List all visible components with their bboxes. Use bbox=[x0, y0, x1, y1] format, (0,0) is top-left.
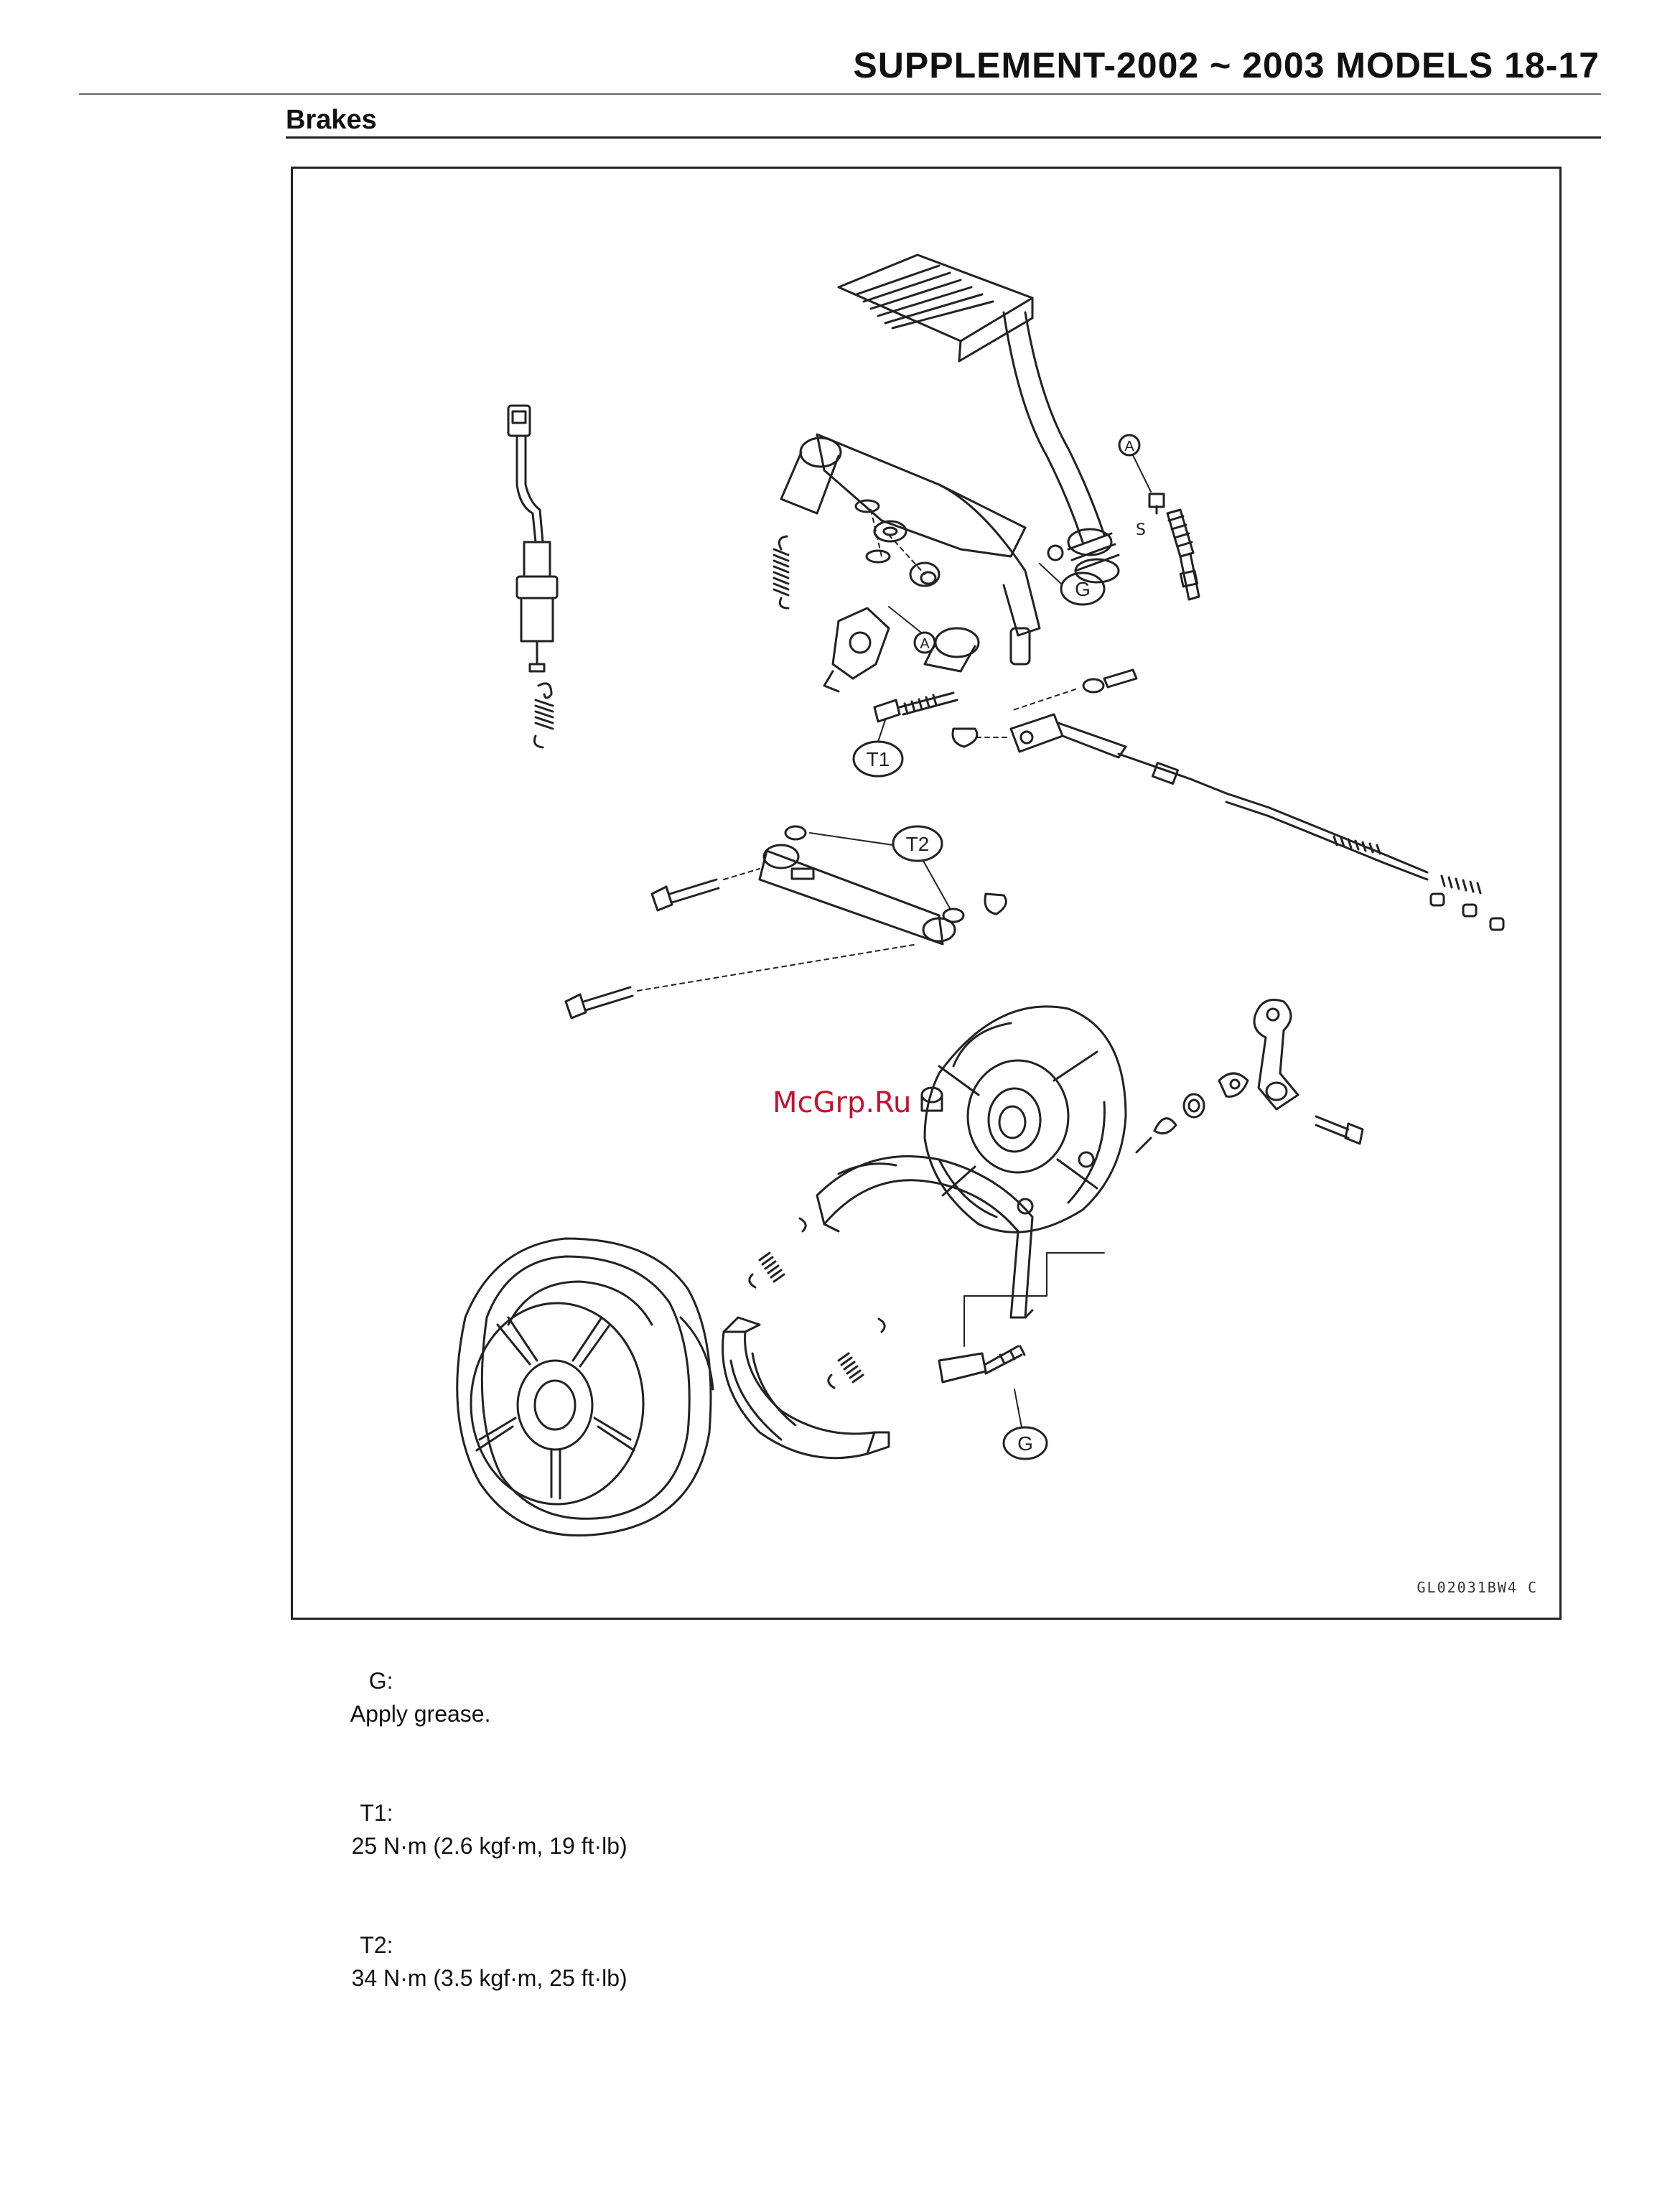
backing-plate bbox=[925, 1007, 1126, 1232]
callout-g-top-label: G bbox=[1075, 578, 1091, 600]
rod-nuts bbox=[1431, 894, 1503, 930]
legend-item-t2: T2: 34 N·m (3.5 kgf·m, 25 ft·lb) bbox=[326, 1895, 627, 2028]
figure-code: GL02031BW4 C bbox=[1417, 1579, 1539, 1596]
callout-t1: T1 bbox=[854, 720, 902, 776]
link-washers bbox=[785, 826, 963, 922]
lever-bolt bbox=[874, 693, 957, 722]
diagram-drawing: S bbox=[293, 169, 1564, 1622]
brake-pedal bbox=[839, 255, 1119, 582]
shoe-spring-lower bbox=[829, 1319, 885, 1388]
legend-item-g: G: Apply grease. bbox=[326, 1631, 627, 1763]
cam-lever-bolt bbox=[1316, 1116, 1363, 1144]
cotter-pin-upper bbox=[953, 729, 1011, 747]
page-title: SUPPLEMENT-2002 ~ 2003 MODELS 18-17 bbox=[853, 45, 1600, 86]
callout-a-top-label: A bbox=[1124, 439, 1134, 454]
callout-t2-label: T2 bbox=[906, 833, 930, 855]
legend-text: 25 N·m (2.6 kgf·m, 19 ft·lb) bbox=[352, 1833, 627, 1859]
cam-seal bbox=[1184, 1094, 1204, 1117]
header-rule bbox=[286, 136, 1601, 139]
header-rule-top bbox=[79, 93, 1601, 95]
section-title: Brakes bbox=[286, 105, 377, 136]
exploded-diagram: S bbox=[291, 167, 1562, 1620]
rod-joint bbox=[1011, 714, 1126, 757]
rod-spring bbox=[1442, 876, 1480, 893]
brake-cam-lever bbox=[1254, 1000, 1298, 1110]
svg-text:S: S bbox=[1136, 521, 1146, 539]
cam-return-spring bbox=[1137, 1119, 1176, 1152]
callout-a-mid: A bbox=[889, 607, 935, 653]
callout-t1-label: T1 bbox=[867, 748, 890, 770]
legend-text: Apply grease. bbox=[350, 1701, 491, 1727]
legend-key: T2: bbox=[352, 1928, 393, 1962]
callout-g-bottom-label: G bbox=[1017, 1432, 1033, 1455]
shoe-spring-upper bbox=[750, 1218, 806, 1287]
callout-g-bottom: G bbox=[1004, 1389, 1047, 1459]
brake-drum bbox=[457, 1239, 713, 1536]
legend-item-t1: T1: 25 N·m (2.6 kgf·m, 19 ft·lb) bbox=[326, 1763, 627, 1895]
callout-g-top: G bbox=[1040, 564, 1104, 605]
brake-rod bbox=[1119, 754, 1427, 880]
legend-key: G: bbox=[352, 1664, 393, 1697]
cam-lever bbox=[824, 608, 889, 691]
small-parts bbox=[856, 500, 925, 574]
brake-shoe-upper bbox=[817, 1157, 1032, 1317]
link-bolts bbox=[566, 869, 918, 1018]
callout-a-mid-label: A bbox=[920, 636, 930, 652]
pivot-bolt bbox=[1167, 510, 1199, 600]
collar bbox=[1149, 494, 1164, 513]
return-spring-upper bbox=[774, 536, 788, 608]
cam-indicator bbox=[1219, 1073, 1248, 1096]
brake-light-switch bbox=[508, 406, 557, 671]
switch-spring bbox=[534, 684, 553, 747]
callout-a-top: A bbox=[1119, 435, 1151, 492]
legend-key: T1: bbox=[352, 1796, 393, 1829]
cotter-pin-lower bbox=[985, 894, 1006, 914]
legend-text: 34 N·m (3.5 kgf·m, 25 ft·lb) bbox=[352, 1965, 627, 1991]
legend: G: Apply grease. T1: 25 N·m (2.6 kgf·m, … bbox=[326, 1631, 627, 2028]
pedal-bracket bbox=[781, 434, 1040, 671]
washer-nut bbox=[1011, 670, 1137, 711]
watermark: McGrp.Ru bbox=[773, 1086, 911, 1119]
callout-t2: T2 bbox=[810, 826, 950, 908]
brake-shoe-lower bbox=[723, 1317, 889, 1458]
